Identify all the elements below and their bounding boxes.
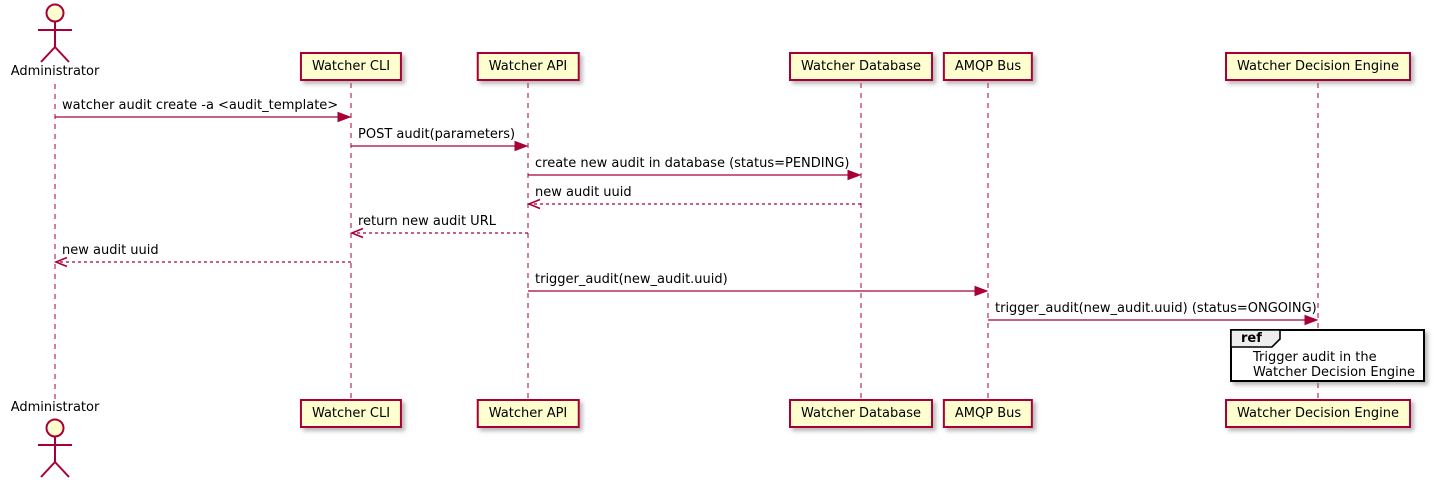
ref-keyword: ref [1241,331,1262,346]
actor-label-bottom: Administrator [10,400,100,415]
message-8-arrowhead [1304,314,1319,326]
participant-box-watcher-cli-bottom: Watcher CLI [299,399,403,428]
actor-figure-bottom [38,418,72,478]
ref-text-line-1: Trigger audit in the [1253,350,1377,365]
message-1-arrowhead [337,111,352,123]
participant-box-watcher-database-bottom: Watcher Database [789,399,933,428]
participant-box-watcher-decision-engine-top: Watcher Decision Engine [1225,52,1411,81]
participant-box-watcher-api-top: Watcher API [476,52,580,81]
message-3-arrowhead [847,169,862,181]
participant-box-watcher-database-top: Watcher Database [789,52,933,81]
ref-text-line-2: Watcher Decision Engine [1253,365,1415,380]
participant-box-watcher-cli-top: Watcher CLI [299,52,403,81]
participant-box-amqp-bus-top: AMQP Bus [942,52,1034,81]
message-5-arrowhead [349,227,364,239]
ref-header-pentagon [1230,329,1281,348]
message-2-arrowhead [514,140,529,152]
message-7-arrowhead [974,285,989,297]
message-6-arrowhead [53,256,68,268]
message-5-label: return new audit URL [358,214,496,229]
actor-label-top: Administrator [10,64,100,79]
message-6-label: new audit uuid [62,243,159,258]
message-1-label: watcher audit create -a <audit_template> [62,98,339,113]
message-4-label: new audit uuid [535,185,632,200]
message-7-label: trigger_audit(new_audit.uuid) [535,272,728,287]
participant-box-watcher-decision-engine-bottom: Watcher Decision Engine [1225,399,1411,428]
message-4-arrowhead [526,198,541,210]
message-8-label: trigger_audit(new_audit.uuid) (status=ON… [995,301,1317,316]
actor-figure-top [38,3,72,63]
participant-box-amqp-bus-bottom: AMQP Bus [942,399,1034,428]
participant-box-watcher-api-bottom: Watcher API [476,399,580,428]
message-2-label: POST audit(parameters) [358,127,516,142]
message-3-label: create new audit in database (status=PEN… [535,156,850,171]
